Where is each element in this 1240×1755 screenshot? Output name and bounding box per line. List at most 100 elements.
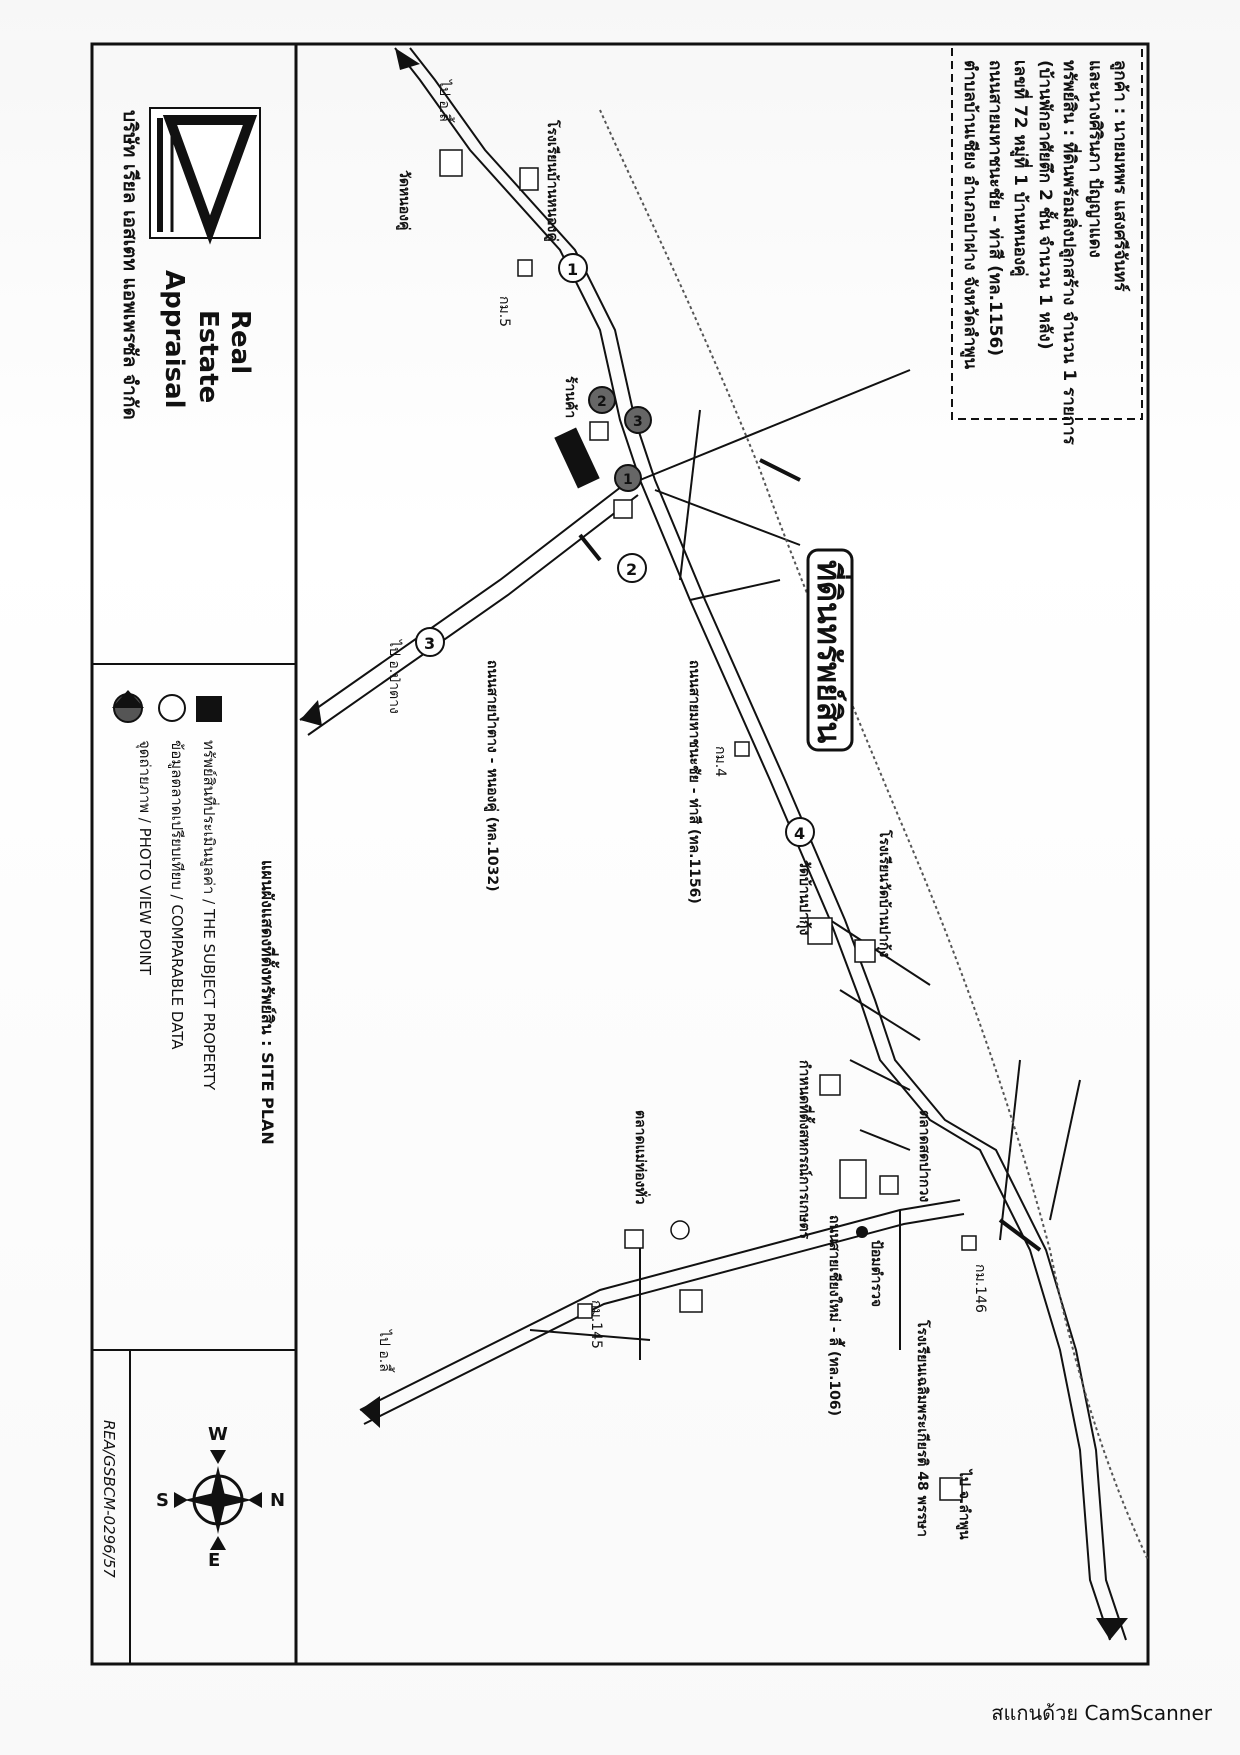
temple-icon xyxy=(807,917,833,945)
building-icon xyxy=(679,1289,703,1313)
label-wat-banpakung: วัดบ้านปากุ้ง xyxy=(796,860,812,935)
arrow-to-right xyxy=(1096,1618,1128,1640)
scanner-watermark: สแกนด้วย CamScanner xyxy=(991,1701,1212,1725)
side-road xyxy=(849,1059,911,1091)
comparable-marker-2: 2 xyxy=(617,553,647,583)
label-school-nongkhu: โรงเรียนบ้านหนองคู่ xyxy=(544,119,562,242)
svg-text:3: 3 xyxy=(633,414,643,430)
comparable-marker-1: 1 xyxy=(558,253,588,283)
fuel-icon xyxy=(670,1220,690,1240)
bridge-mark xyxy=(998,1218,1042,1252)
svg-text:1: 1 xyxy=(623,472,633,488)
legend-photo-symbol xyxy=(112,690,144,723)
side-road xyxy=(679,409,701,581)
label-wat-nongkhu: วัดหนองคู่ xyxy=(396,170,412,230)
address-line-3: ตำบลบ้านเชียง อำเภอปาฝาง จังหวัดลำพูน xyxy=(959,60,981,370)
site-plan-map: ลูกค้า : นายมหพร แสงศรีจันทร์ และนางศิริ… xyxy=(90,42,1150,1666)
label-road-106: ถนนสายเชียงใหม่ - ลี้ (ทล.106) xyxy=(826,1215,846,1416)
brand-banner-text: ที่ดินทรัพย์สิน xyxy=(810,560,852,743)
road-1032 xyxy=(299,479,631,721)
customer-line-2: และนางศิรินภา ปัญญาแดง xyxy=(1085,60,1105,258)
compass-s: S xyxy=(156,1490,169,1511)
brand-banner xyxy=(806,548,854,752)
school-icon xyxy=(519,167,539,191)
side-road xyxy=(859,1129,911,1151)
comparable-marker-4: 4 xyxy=(785,817,815,847)
company-name-line3: Appraisal xyxy=(159,270,189,409)
customer-line: ลูกค้า : นายมหพร แสงศรีจันทร์ xyxy=(1109,60,1131,292)
side-road xyxy=(839,989,921,1041)
address-line-1: เลขที่ 72 หมู่ที่ 1 บ้านหนองคู่ xyxy=(1009,60,1033,277)
label-police: ป้อมตำรวจ xyxy=(868,1240,884,1307)
subject-property-marker xyxy=(554,427,600,489)
side-road xyxy=(829,919,931,986)
side-road xyxy=(529,1329,651,1341)
company-name-line1: Real xyxy=(225,310,255,374)
company-name-line2: Estate xyxy=(193,310,223,403)
market-icon xyxy=(879,1175,899,1195)
km-post-icon xyxy=(577,1303,593,1319)
photo-viewpoint-2: 2 xyxy=(588,386,616,414)
bridge-mark xyxy=(759,458,801,482)
arrow-to-road-106 xyxy=(360,1396,380,1428)
compass-icon xyxy=(174,1450,262,1550)
photo-viewpoint-3: 3 xyxy=(624,406,652,434)
arrow-to-bottom-left xyxy=(300,700,322,726)
side-road xyxy=(1049,1079,1081,1221)
legend-comparable: ข้อมูลตลาดเปรียบเทียบ / COMPARABLE DATA xyxy=(168,740,186,1050)
legend-subject: ทรัพย์สินที่ประเมินมูลค่า / THE SUBJECT … xyxy=(200,740,220,1091)
label-km5: กม.5 xyxy=(496,296,512,327)
bridge-mark xyxy=(578,533,602,562)
legend-photo: จุดถ่ายภาพ / PHOTO VIEW POINT xyxy=(135,740,154,976)
label-school-banpakung: โรงเรียนวัดบ้านปากุ้ง xyxy=(876,829,894,957)
photo-viewpoint-1: 1 xyxy=(614,464,642,492)
km-post-icon xyxy=(517,259,533,277)
compass-n: N xyxy=(270,1490,285,1511)
label-shop: ร้านค้า xyxy=(562,376,578,418)
label-market: ตลาดแม่ท่องทั่ว xyxy=(632,1110,651,1205)
market-icon xyxy=(624,1229,644,1249)
label-km145: กม.145 xyxy=(588,1300,604,1349)
km-post-icon xyxy=(734,741,750,757)
property-line-2: (บ้านพักอาศัยตึก 2 ชั้น จำนวน 1 หลัง) xyxy=(1035,60,1059,349)
legend-title: แผนผังแสดงที่ตั้งทรัพย์สิน : SITE PLAN xyxy=(258,860,280,1145)
side-road xyxy=(999,1059,1021,1241)
label-to-1032: ไป อ.ป่าตาง xyxy=(386,639,403,714)
header-info-box xyxy=(951,43,1143,420)
road-1032-edge xyxy=(307,494,639,736)
label-km146: กม.146 xyxy=(972,1264,988,1313)
label-agri-coop: กำหนดที่ตั้งสหกรณ์การเกษตร xyxy=(796,1060,816,1240)
legend-subject-symbol xyxy=(196,696,222,722)
side-road xyxy=(639,369,911,481)
company-thai-name: บริษัท เรียล เอสเตท แอพเพรซัล จำกัด xyxy=(119,110,141,420)
map-frame xyxy=(90,42,1150,1666)
school-icon xyxy=(854,939,876,963)
coop-icon xyxy=(819,1074,841,1096)
label-to-right: ไป จ.ลำพูน xyxy=(956,1468,974,1540)
side-road xyxy=(654,489,801,546)
shop-row-icon xyxy=(839,1159,867,1199)
arrow-to-top-left xyxy=(395,48,420,70)
label-market-2: ตลาดสดปากวง xyxy=(916,1110,932,1202)
house-icon xyxy=(613,499,633,519)
address-line-2: ถนนสายมหาชนะชัย - ท่าสี (ทล.1156) xyxy=(985,60,1006,356)
label-road-1032: ถนนสายป่าตาง - หนองคู่ (ทล.1032) xyxy=(484,660,500,892)
svg-text:1: 1 xyxy=(567,260,578,279)
label-school-chalerm: โรงเรียนเฉลิมพระเกียรติ 48 พรรษา xyxy=(914,1319,932,1537)
svg-text:2: 2 xyxy=(626,560,637,579)
comparable-marker-3: 3 xyxy=(415,627,445,657)
road-106-edge xyxy=(363,1213,965,1425)
temple-icon xyxy=(439,149,463,177)
label-km4: กม.4 xyxy=(712,746,728,777)
legend-comparable-symbol xyxy=(158,694,186,722)
compass-w: W xyxy=(208,1424,228,1445)
svg-text:2: 2 xyxy=(597,394,607,410)
reference-code: REA/GSBCM-0296/57 xyxy=(100,1420,118,1578)
police-box-icon xyxy=(856,1226,868,1238)
landmarks xyxy=(439,149,977,1501)
road-main-edge xyxy=(409,47,1127,1641)
km-post-icon xyxy=(961,1235,977,1251)
shop-icon xyxy=(589,421,609,441)
property-line: ทรัพย์สิน : ที่ดินพร้อมสิ่งปลูกสร้าง จำน… xyxy=(1058,60,1082,446)
